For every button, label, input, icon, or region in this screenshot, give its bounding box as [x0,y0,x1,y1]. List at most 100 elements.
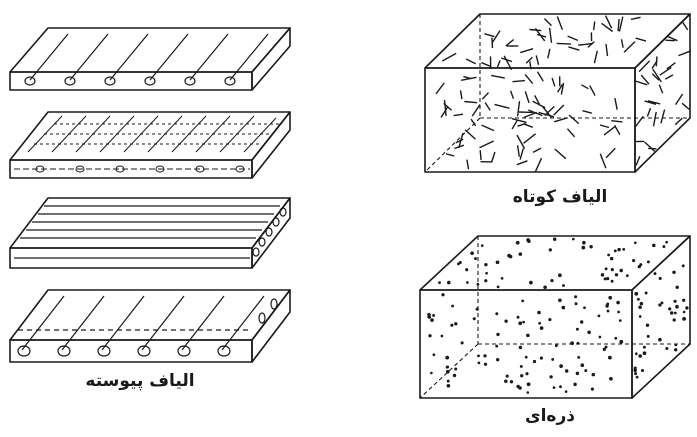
particle [540,326,544,330]
short-fiber [618,19,619,31]
particle [522,321,525,324]
particle [576,372,579,375]
particle [674,312,677,315]
particle [607,254,610,257]
particle [611,268,614,271]
particle [662,245,665,248]
short-fiber [441,106,448,117]
short-fiber [456,139,463,143]
particle [617,248,620,251]
particle [583,306,586,309]
particle [685,306,688,309]
particle [540,357,543,360]
particle [447,384,451,388]
particle [634,241,637,244]
short-fiber [590,86,595,96]
particle [658,338,662,342]
particle [633,369,636,372]
particle [481,244,484,247]
particle [496,333,499,336]
short-fiber [518,101,520,116]
particle [652,244,656,248]
short-fiber [660,67,672,75]
short-fiber [548,49,550,59]
particle [477,355,480,358]
particle [672,271,675,274]
particle [506,375,509,378]
particle [582,241,586,245]
particle [665,347,668,350]
short-fiber [544,19,551,26]
particle [484,263,487,266]
particle [538,322,541,325]
particle [558,298,562,302]
particle [573,383,576,386]
short-fiber [518,145,520,156]
short-fiber [529,30,541,31]
short-fiber [665,75,673,79]
short-fiber [568,47,579,50]
short-fiber [524,134,536,144]
particle [520,374,523,377]
particle [504,379,507,382]
short-fiber [645,142,655,151]
particle [430,372,433,375]
short-fiber [492,38,493,48]
particle [601,273,604,276]
particle [614,337,617,340]
short-fiber [594,51,597,63]
particle [510,380,513,383]
particle [549,375,552,378]
particle [496,260,500,264]
particle [605,267,608,270]
particle [561,306,565,310]
particle [608,296,612,300]
particle [454,367,457,370]
short-fiber [495,104,510,108]
particle [682,299,685,302]
particle [607,310,610,313]
short-fiber [466,59,476,64]
particle [497,286,500,289]
short-fiber [454,114,463,115]
short-fiber [524,112,537,117]
particle [641,369,644,372]
particle [495,345,498,348]
short-fiber [676,94,683,105]
short-fiber [497,60,500,68]
short-fiber [611,121,622,122]
short-fiber [615,98,617,110]
short-fiber [675,118,682,125]
particle [589,245,592,248]
particle [438,281,441,284]
particle [659,277,662,280]
particle [441,293,444,296]
particle [619,269,623,273]
short-fiber [636,38,646,41]
particle [427,315,431,319]
short-fiber [550,28,552,43]
short-fiber [491,75,505,78]
short-fiber [506,40,514,46]
particle [507,254,511,258]
particle [611,280,614,283]
particle [565,369,568,372]
particle [634,372,637,375]
plate-3-fibers [14,206,286,258]
short-fiber [520,148,523,159]
particle [521,300,524,303]
particulate-box [420,236,690,398]
particle [553,237,556,240]
particle [608,356,612,360]
short-fiber [517,161,528,165]
short-fiber [654,112,657,126]
short-fiber [482,93,488,100]
particle [673,300,676,303]
particle [461,341,464,344]
particle [525,372,528,375]
particle [645,292,648,295]
particle [599,336,602,339]
particle [550,279,553,282]
particle [639,315,642,318]
short-fiber [461,90,462,99]
